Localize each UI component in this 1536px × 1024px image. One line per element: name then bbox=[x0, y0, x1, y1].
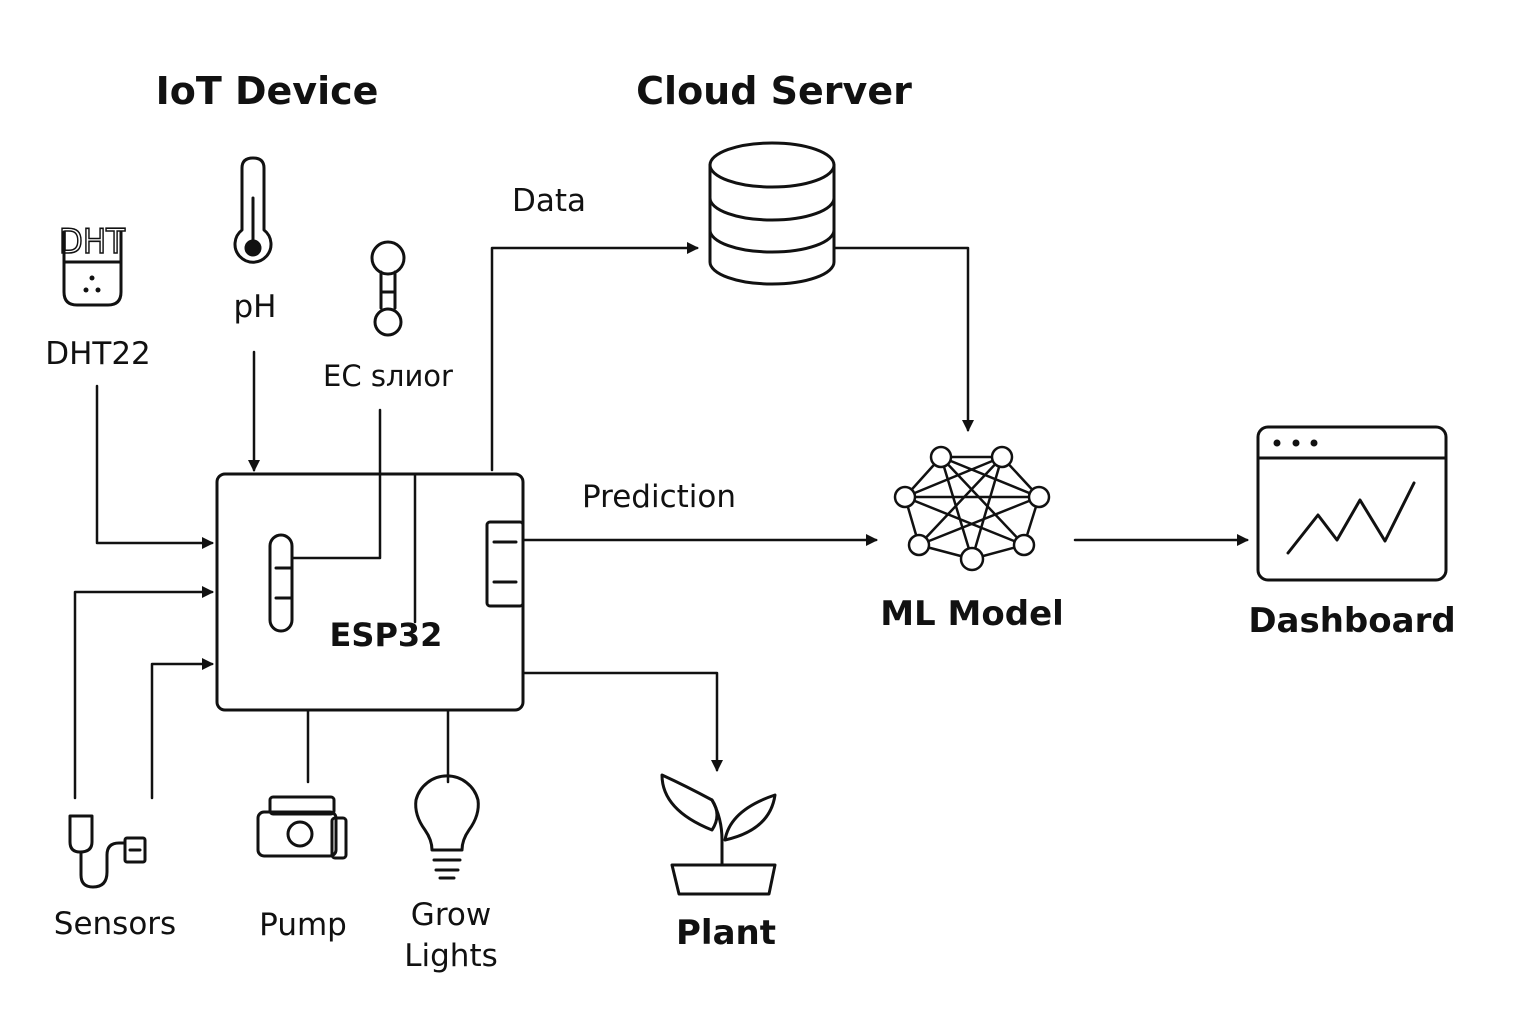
ec-sensor-label: EC sлиor bbox=[323, 359, 453, 393]
sensors-label: Sensors bbox=[53, 906, 177, 942]
ml-model-label: ML Model bbox=[880, 594, 1064, 634]
dht22-label: DHT22 bbox=[45, 336, 151, 372]
plant-label: Plant bbox=[676, 913, 776, 953]
ec-probe-icon bbox=[370, 240, 406, 337]
iot-device-title: IoT Device bbox=[155, 69, 379, 113]
ph-label: pH bbox=[233, 289, 277, 325]
dashboard-window-icon bbox=[1256, 425, 1448, 582]
thermometer-icon bbox=[233, 156, 273, 264]
database-icon bbox=[708, 141, 836, 286]
neural-network-icon bbox=[893, 445, 1051, 572]
lightbulb-icon bbox=[414, 774, 480, 880]
data-edge-label: Data bbox=[512, 183, 587, 219]
cloud-server-title: Cloud Server bbox=[636, 69, 912, 113]
prediction-edge-label: Prediction bbox=[582, 479, 737, 515]
pump-label: Pump bbox=[259, 907, 347, 943]
pump-icon bbox=[256, 795, 348, 860]
dashboard-label: Dashboard bbox=[1248, 601, 1456, 641]
esp32-label: ESP32 bbox=[329, 616, 443, 654]
beaker-icon-text: DHT bbox=[59, 222, 125, 262]
plant-icon bbox=[660, 773, 777, 896]
beaker-icon bbox=[62, 230, 123, 307]
sensor-cable-icon bbox=[68, 814, 147, 889]
esp32-board bbox=[215, 472, 525, 712]
grow-lights-label-line2: Lights bbox=[404, 938, 498, 974]
connector-lines bbox=[73, 242, 1249, 800]
grow-lights-label-line1: Grow bbox=[410, 897, 492, 933]
